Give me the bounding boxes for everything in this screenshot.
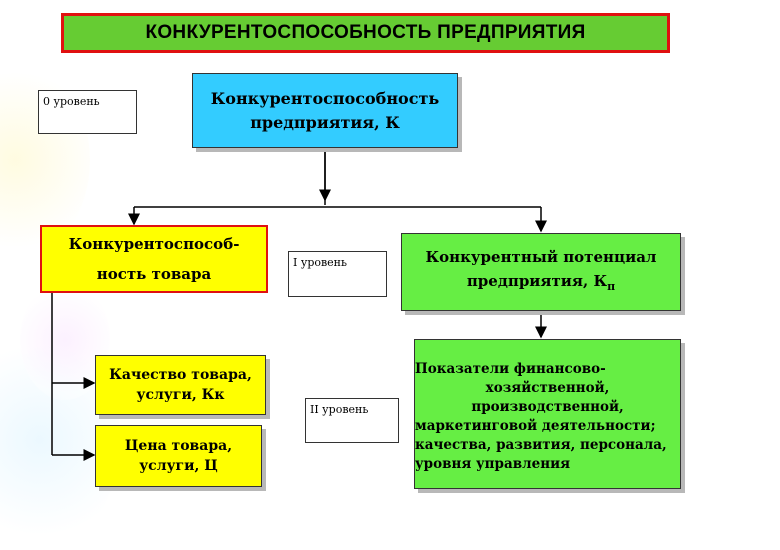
level-zero-text: 0 уровень <box>43 95 100 108</box>
product-quality-box: Качество товара, услуги, Кк <box>95 355 266 415</box>
company-line2: предприятия, К <box>250 112 400 132</box>
diagram-title-text: КОНКУРЕНТОСПОСОБНОСТЬ ПРЕДПРИЯТИЯ <box>145 22 586 43</box>
indicators-line3: маркетинговой деятельности; <box>415 418 656 434</box>
potential-subscript: п <box>607 280 616 293</box>
company-competitiveness-box: Конкурентоспособность предприятия, К <box>192 73 458 148</box>
level-one-label: I уровень <box>288 251 387 297</box>
level-zero-label: 0 уровень <box>38 90 137 134</box>
level-two-label: II уровень <box>305 398 399 443</box>
indicators-line1: Показатели финансово- <box>415 361 606 377</box>
potential-line2: предприятия, Кп <box>467 269 615 299</box>
quality-line1: Качество товара, <box>109 367 252 383</box>
goods-line2: ность товара <box>96 265 212 283</box>
price-line1: Цена товара, <box>124 438 233 454</box>
indicators-line2: хозяйственной, производственной, <box>471 380 624 415</box>
price-line2: услуги, Ц <box>139 458 218 474</box>
level-one-text: I уровень <box>293 256 348 269</box>
goods-competitiveness-box: Конкурентоспособ- ность товара <box>40 225 268 293</box>
indicators-line4: качества, развития, персонала, <box>415 437 667 453</box>
diagram-title: КОНКУРЕНТОСПОСОБНОСТЬ ПРЕДПРИЯТИЯ <box>61 13 670 53</box>
competitive-potential-box: Конкурентный потенциал предприятия, Кп <box>401 233 681 311</box>
indicators-line5: уровня управления <box>415 456 571 472</box>
goods-line1: Конкурентоспособ- <box>68 235 240 253</box>
potential-line1: Конкурентный потенциал <box>425 248 657 266</box>
quality-line2: услуги, Кк <box>136 387 225 403</box>
performance-indicators-box: Показатели финансово- хозяйственной, про… <box>414 339 681 489</box>
potential-line2-text: предприятия, К <box>466 272 608 290</box>
level-two-text: II уровень <box>310 403 369 416</box>
product-price-box: Цена товара, услуги, Ц <box>95 425 262 487</box>
company-line1: Конкурентоспособность <box>210 88 440 108</box>
